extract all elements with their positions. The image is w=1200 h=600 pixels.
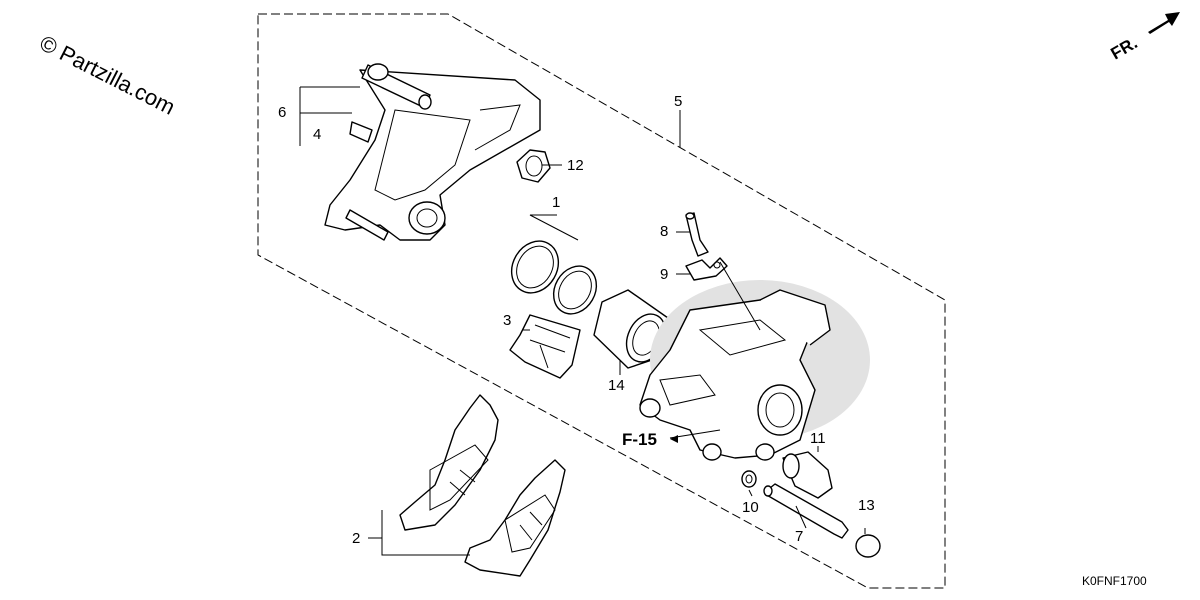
brake-pad-set — [399, 394, 566, 577]
part-label-11: 11 — [810, 430, 826, 447]
part-label-7: 7 — [795, 528, 803, 545]
diagram-code: K0FNF1700 — [1082, 574, 1147, 588]
pad-spring — [509, 314, 581, 379]
part-label-12: 12 — [567, 157, 584, 174]
part-labels: 6 4 5 12 1 8 9 3 14 F-15 11 10 13 7 2 — [278, 93, 875, 547]
part-label-14: 14 — [608, 377, 625, 394]
washer — [741, 470, 757, 488]
part-label-10: 10 — [742, 499, 759, 516]
watermark-text: © Partzilla.com — [36, 30, 179, 120]
pin-boot — [782, 451, 833, 499]
part-label-9: 9 — [660, 266, 668, 283]
pin-bolt — [763, 483, 849, 539]
part-label-2: 2 — [352, 530, 360, 547]
part-label-4: 4 — [313, 126, 321, 143]
bleeder-screw — [685, 212, 709, 257]
plug — [855, 534, 881, 558]
piston-seals — [510, 240, 598, 315]
part-label-3: 3 — [503, 312, 511, 329]
caliper-bracket — [324, 63, 541, 241]
assembly-boundary — [257, 13, 946, 589]
direction-label: FR. — [1108, 33, 1141, 63]
part-label-8: 8 — [660, 223, 668, 240]
leader-lines — [299, 86, 866, 556]
caliper-body — [639, 280, 870, 461]
part-label-5: 5 — [674, 93, 682, 110]
part-label-1: 1 — [552, 194, 560, 211]
callout-f15: F-15 — [622, 430, 657, 449]
front-direction-arrow: FR. — [1108, 12, 1180, 63]
part-label-6: 6 — [278, 104, 286, 121]
boot-part — [516, 149, 551, 183]
part-label-13: 13 — [858, 497, 875, 514]
bleeder-cap — [685, 257, 728, 281]
